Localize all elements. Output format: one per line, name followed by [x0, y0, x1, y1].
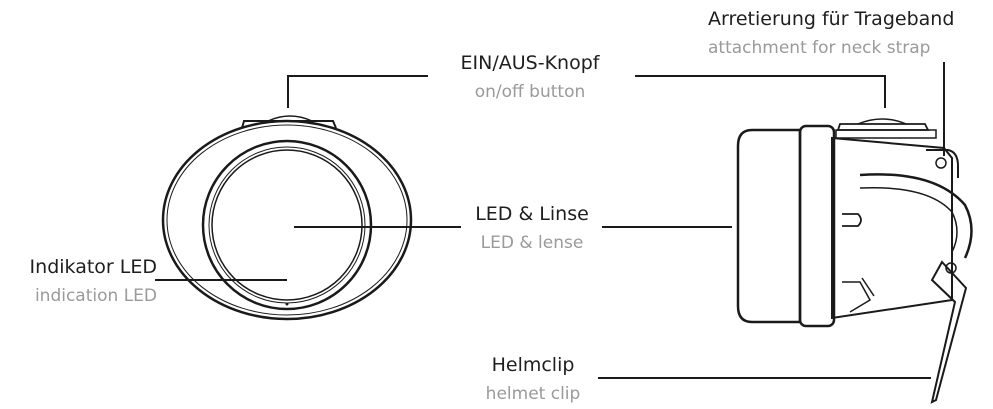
housing-outer [161, 119, 413, 321]
front-glass [736, 128, 802, 324]
label-clip-en: helmet clip [485, 384, 581, 404]
label-indicator-de: Indikator LED [29, 256, 157, 278]
label-indicator-en: indication LED [34, 286, 157, 306]
lens-ring-outer [201, 139, 373, 311]
front-bezel [798, 124, 836, 328]
helmet-clip [930, 260, 968, 404]
lens-ring-inner [211, 149, 363, 301]
label-button-de: EIN/AUS-Knopf [460, 52, 600, 74]
leader-button [287, 75, 428, 108]
label-lens-de: LED & Linse [475, 203, 589, 225]
indicator-led-dot [285, 302, 289, 306]
front-view-lamp [161, 115, 413, 321]
label-strap-de: Arretierung für Trageband [708, 8, 955, 30]
label-clip-de: Helmclip [491, 354, 575, 376]
label-button-en: on/off button [474, 82, 586, 102]
label-strap-en: attachment for neck strap [708, 38, 931, 58]
side-button [836, 123, 930, 131]
leader-button-side [635, 75, 886, 108]
label-lens-en: LED & lense [480, 233, 584, 253]
side-view-lamp [736, 118, 973, 404]
callout-lines [155, 62, 945, 379]
strap-lug [926, 149, 959, 178]
